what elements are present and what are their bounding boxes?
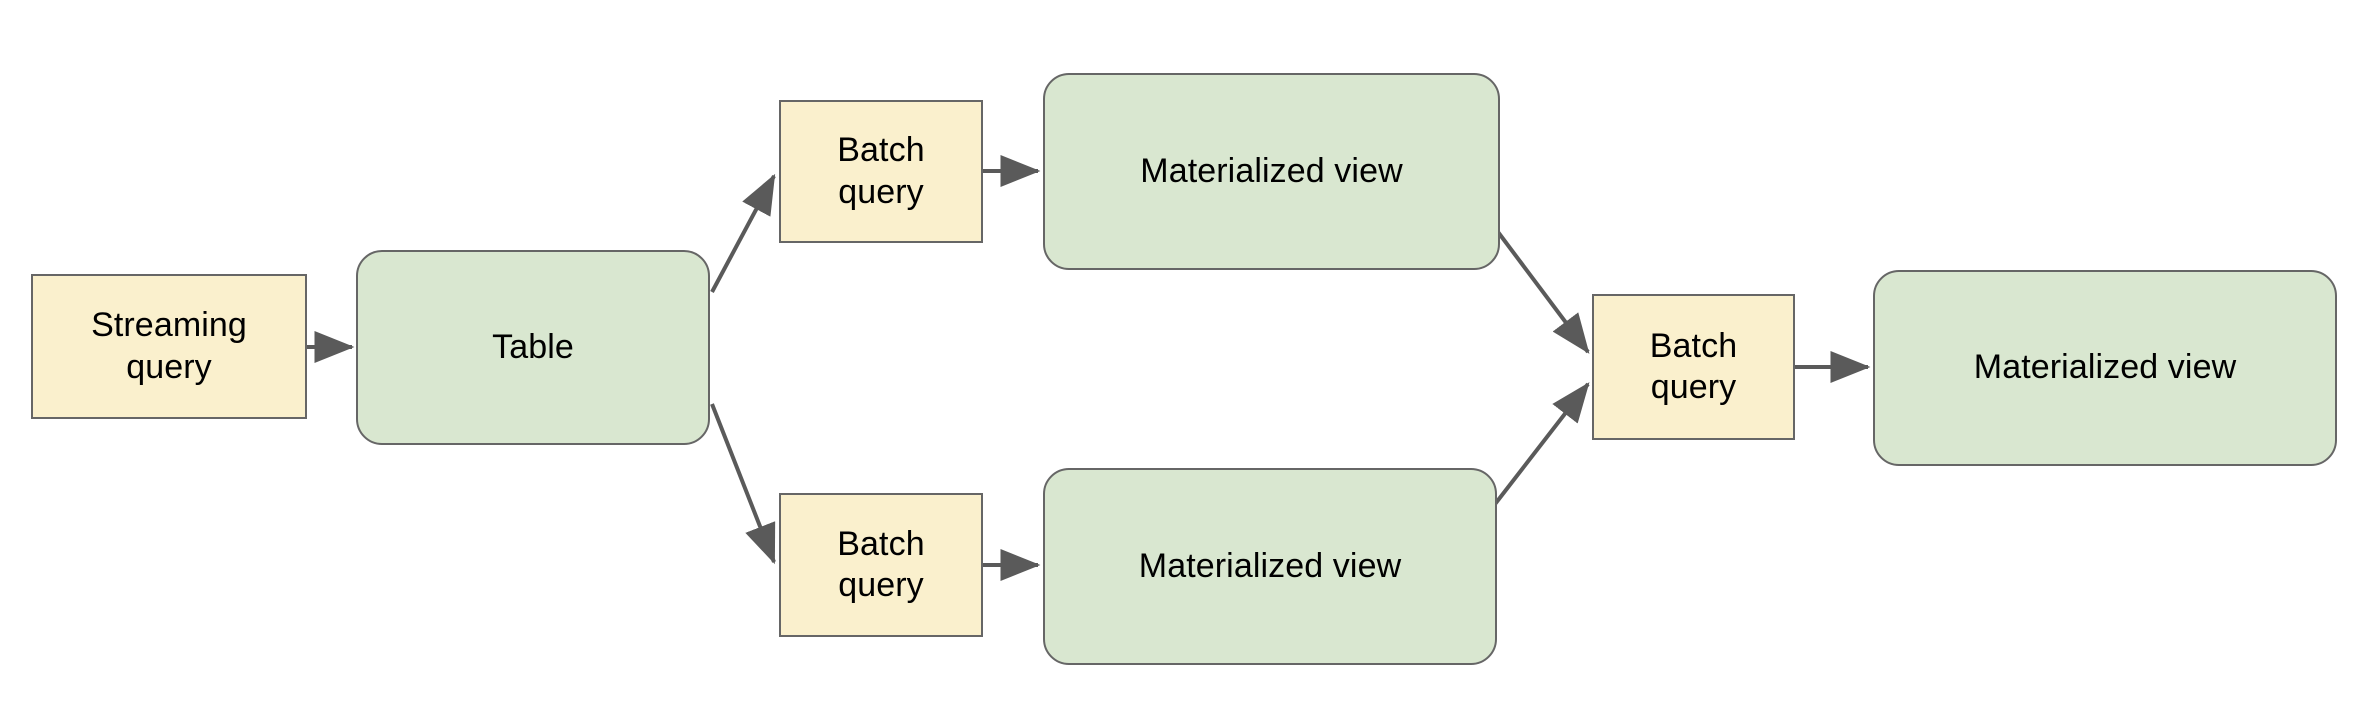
node-batch-query-top-label: Batch query [837,131,925,211]
node-streaming-query-label: Streaming query [91,306,247,386]
edge-table-to-batch-query-bottom [710,403,776,565]
node-materialized-view-top-label: Materialized view [1140,151,1403,190]
node-materialized-view-final[interactable]: Materialized view [1873,270,2337,466]
node-streaming-query[interactable]: Streaming query [31,274,307,419]
node-materialized-view-bottom[interactable]: Materialized view [1043,468,1497,665]
edge-table-to-batch-query-top [710,173,776,293]
node-batch-query-join-label: Batch query [1649,326,1738,406]
edge-materialized-view-top-to-batch-query-join [1493,226,1590,354]
node-batch-query-bottom[interactable]: Batch query [779,493,983,637]
node-materialized-view-bottom-label: Materialized view [1138,546,1402,585]
node-batch-query-bottom-label: Batch query [837,524,925,604]
node-materialized-view-final-label: Materialized view [1973,348,2237,387]
node-table-label: Table [492,327,574,366]
edge-materialized-view-bottom-to-batch-query-join [1490,382,1590,510]
node-batch-query-top[interactable]: Batch query [779,100,983,243]
node-table[interactable]: Table [356,250,710,445]
node-batch-query-join[interactable]: Batch query [1592,294,1795,440]
node-materialized-view-top[interactable]: Materialized view [1043,73,1500,270]
